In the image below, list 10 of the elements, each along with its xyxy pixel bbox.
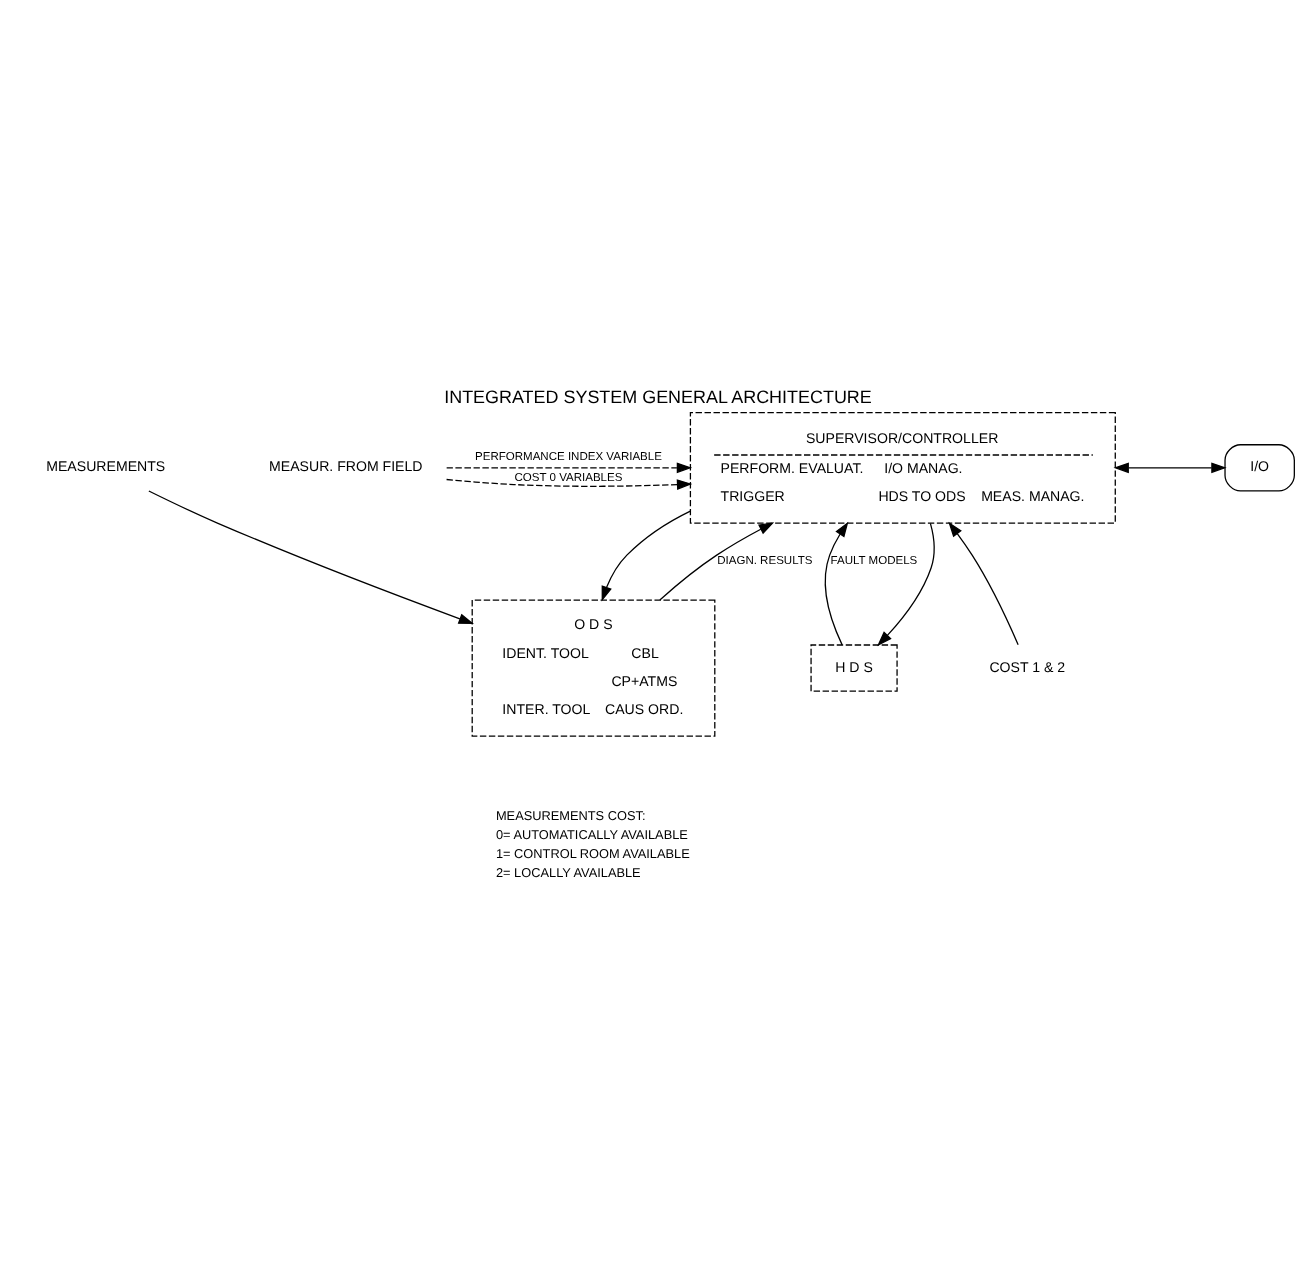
arrow <box>948 520 1019 645</box>
arrow <box>445 477 693 489</box>
diagram-title: INTEGRATED SYSTEM GENERAL ARCHITECTURE <box>444 385 872 406</box>
arrow <box>446 461 693 473</box>
arrow <box>1113 461 1227 473</box>
arrow <box>659 521 775 600</box>
arrow <box>877 521 935 646</box>
arrow <box>148 489 474 624</box>
arrow <box>824 520 849 645</box>
arrow <box>601 509 691 601</box>
